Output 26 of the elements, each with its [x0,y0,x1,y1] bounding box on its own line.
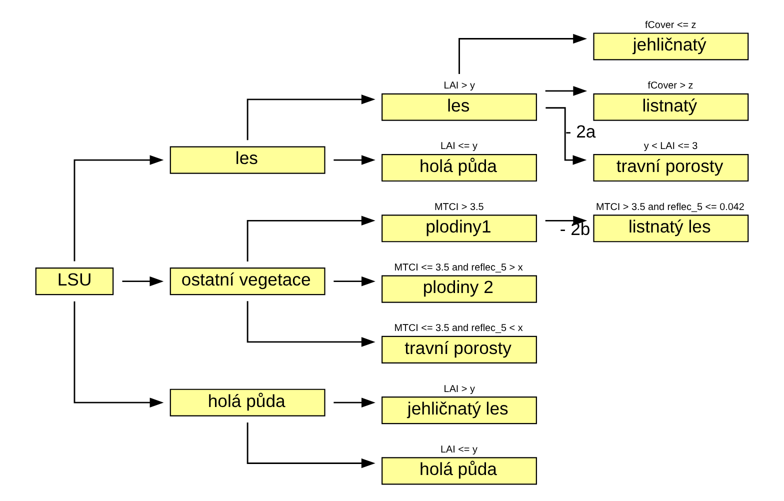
arrow [74,300,164,407]
node-label: LAI <= y [440,140,478,152]
node-label: y < LAI <= 3 [644,140,698,152]
arrow [334,397,376,407]
arrow [246,215,376,261]
node-label: LAI <= y [440,444,478,455]
node-label: fCover <= z [645,19,696,30]
node-label: MTCI <= 3.5 and reflec_5 > x [394,262,523,274]
node-label: MTCI > 3.5 and reflec_5 <= 0.042 [596,201,744,212]
arrow [246,422,376,468]
node-label: fCover > z [648,80,694,92]
edge-label: - 2a [565,121,596,142]
arrow [334,276,376,286]
arrow [246,94,376,140]
arrow [545,86,588,96]
node-label: LAI > y [444,383,475,394]
arrow [545,215,588,226]
arrow [458,33,588,74]
node-label: MTCI > 3.5 [434,201,484,212]
arrow [546,106,587,164]
arrow [246,300,376,346]
arrow [334,154,376,164]
node-label: LAI > y [444,80,475,92]
arrow [74,154,164,261]
arrow [122,276,164,286]
node-label: MTCI <= 3.5 and reflec_5 < x [394,322,523,334]
